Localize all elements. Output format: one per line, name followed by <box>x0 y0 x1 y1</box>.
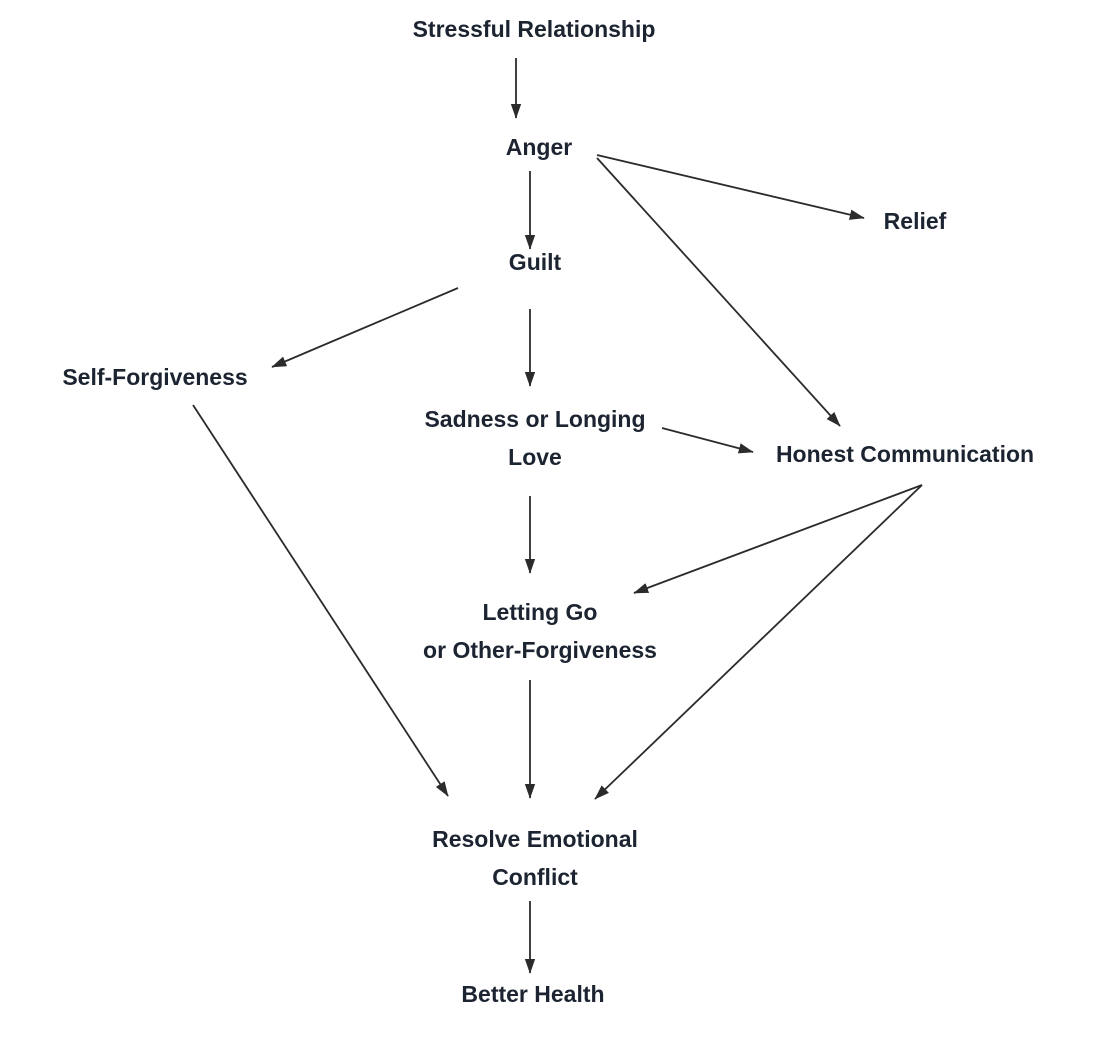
edge-self-forgiveness-to-resolve <box>192 404 449 797</box>
node-self-forgiveness: Self-Forgiveness <box>62 364 248 390</box>
node-sadness-longing-love: Sadness or Longing Love <box>424 400 645 476</box>
edge-guilt-to-self-forgiveness <box>271 287 459 368</box>
node-resolve-conflict-line1: Resolve Emotional <box>432 826 638 852</box>
node-guilt: Guilt <box>508 249 562 275</box>
node-letting-go-line1: Letting Go <box>482 599 598 625</box>
node-honest-communication: Honest Communication <box>775 441 1035 467</box>
node-resolve-conflict-line2: Conflict <box>492 864 578 890</box>
node-sadness-longing-love-line1: Sadness or Longing <box>424 406 646 432</box>
node-letting-go-other-forgiveness: Letting Go or Other-Forgiveness <box>423 593 657 669</box>
edge-anger-to-honest-communication <box>596 157 841 427</box>
node-letting-go-line2: or Other-Forgiveness <box>423 637 657 663</box>
edge-anger-to-relief <box>596 154 865 220</box>
node-relief: Relief <box>883 208 947 234</box>
edge-sadness-to-honest-communication <box>661 427 754 454</box>
node-resolve-emotional-conflict: Resolve Emotional Conflict <box>432 820 638 896</box>
edge-honest-communication-to-letting-go <box>633 484 923 594</box>
node-better-health: Better Health <box>461 981 605 1007</box>
node-sadness-longing-love-line2: Love <box>508 444 562 470</box>
node-anger: Anger <box>505 134 573 160</box>
node-stressful-relationship: Stressful Relationship <box>412 16 656 42</box>
edge-honest-communication-to-resolve <box>594 484 923 800</box>
